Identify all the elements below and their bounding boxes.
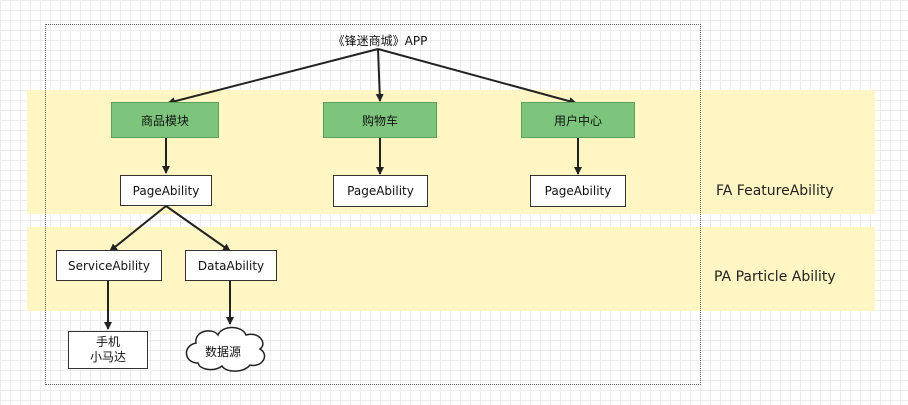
arrow-page-to-service bbox=[109, 205, 167, 252]
datasource-label: 数据源 bbox=[204, 345, 241, 359]
page-ability-product[interactable]: PageAbility bbox=[120, 175, 212, 206]
arrow-page-to-data bbox=[165, 205, 231, 252]
arrow-app-to-module-2 bbox=[375, 48, 384, 102]
data-ability-node[interactable]: DataAbility bbox=[185, 250, 277, 281]
service-ability-node[interactable]: ServiceAbility bbox=[56, 250, 162, 281]
device-label-line2: 小马达 bbox=[89, 350, 126, 364]
arrow-app-to-module-3 bbox=[377, 48, 577, 106]
app-title: 《锋迷商城》APP bbox=[332, 34, 428, 48]
page-ability-user-center[interactable]: PageAbility bbox=[530, 175, 626, 207]
module-user-center[interactable]: 用户中心 bbox=[521, 102, 635, 138]
page-ability-cart[interactable]: PageAbility bbox=[333, 175, 428, 207]
datasource-cloud bbox=[185, 326, 266, 372]
device-label-line1: 手机 bbox=[95, 335, 120, 349]
module-cart[interactable]: 购物车 bbox=[323, 102, 437, 138]
particle-ability-label: PA Particle Ability bbox=[714, 269, 836, 285]
arrow-app-to-module-1 bbox=[167, 48, 379, 106]
device-motor-node[interactable]: 手机 小马达 bbox=[68, 331, 148, 369]
particle-ability-band bbox=[27, 227, 875, 311]
app-boundary-frame bbox=[45, 24, 701, 385]
module-product[interactable]: 商品模块 bbox=[111, 102, 219, 138]
feature-ability-label: FA FeatureAbility bbox=[716, 183, 834, 199]
